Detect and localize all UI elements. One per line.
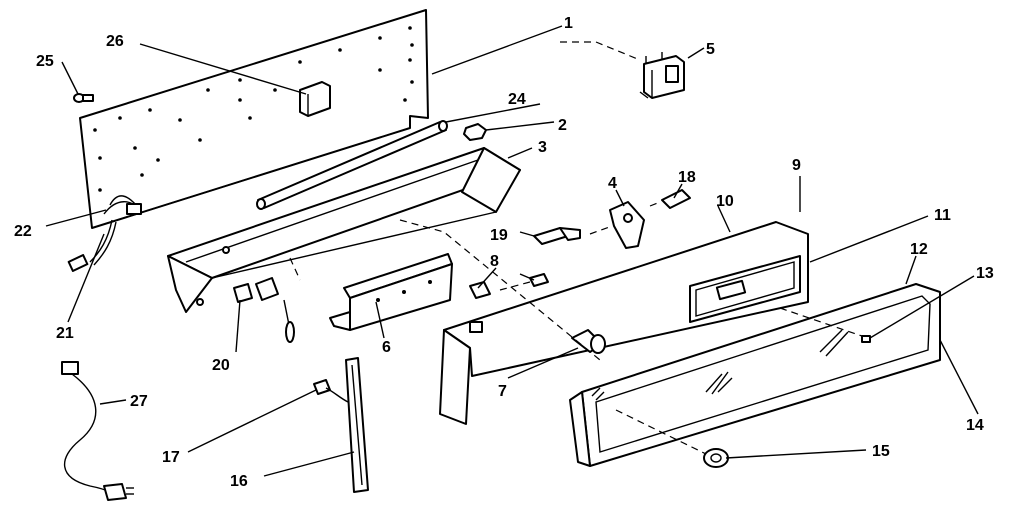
callout-13: 13	[976, 265, 994, 282]
callout-24: 24	[508, 91, 526, 108]
callout-1: 1	[564, 15, 573, 32]
callout-19: 19	[490, 227, 508, 244]
bumper	[703, 448, 729, 468]
callout-3: 3	[538, 139, 547, 156]
small-screw	[861, 335, 871, 343]
support-channel	[329, 253, 453, 331]
callout-8: 8	[490, 253, 499, 270]
callout-27: 27	[130, 393, 148, 410]
vertical-strip	[345, 357, 369, 493]
control-panel	[439, 221, 809, 425]
callout-25: 25	[36, 53, 54, 70]
callout-14: 14	[966, 417, 984, 434]
callout-6: 6	[382, 339, 391, 356]
callout-5: 5	[706, 41, 715, 58]
display-frame	[569, 283, 941, 467]
callout-15: 15	[872, 443, 890, 460]
connector	[533, 227, 581, 245]
panel-bracket	[299, 81, 331, 117]
control-switch	[233, 277, 295, 343]
leader-lines	[45, 25, 979, 477]
callout-2: 2	[558, 117, 567, 134]
callout-labels: 1 2 3 4 5 6 7 8 9 10 11 12 13 14 15 16 1…	[14, 15, 994, 490]
screw	[73, 93, 94, 103]
callout-22: 22	[14, 223, 32, 240]
callout-17: 17	[162, 449, 180, 466]
clip	[469, 273, 549, 299]
alignment-lines	[289, 41, 863, 455]
rear-panel	[79, 9, 429, 229]
knob	[571, 329, 606, 354]
callout-18: 18	[678, 169, 696, 186]
callout-12: 12	[910, 241, 928, 258]
transformer	[639, 52, 685, 99]
callout-21: 21	[56, 325, 74, 342]
wire-clip	[313, 379, 349, 403]
panel-wiring-harness	[67, 195, 142, 272]
callout-7: 7	[498, 383, 507, 400]
socket	[661, 189, 691, 209]
lamp-socket	[463, 123, 487, 141]
mounting-bracket	[609, 201, 645, 249]
callout-16: 16	[230, 473, 248, 490]
callout-11: 11	[934, 207, 951, 224]
mounting-channel	[167, 147, 521, 313]
callout-20: 20	[212, 357, 230, 374]
callout-10: 10	[716, 193, 734, 210]
power-cord	[61, 361, 134, 501]
callout-26: 26	[106, 33, 124, 50]
callout-9: 9	[792, 157, 801, 174]
callout-4: 4	[608, 175, 617, 192]
fluorescent-tube	[256, 120, 448, 210]
